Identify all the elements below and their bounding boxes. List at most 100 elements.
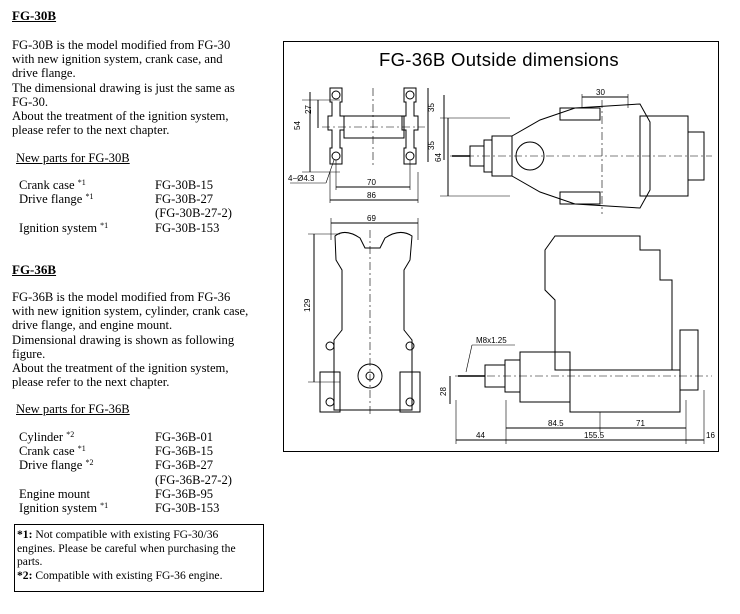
part-name: Crank case [19, 444, 75, 459]
mount-ear-left [319, 371, 341, 413]
part-name: Ignition system [19, 500, 98, 515]
part-mark: *2 [85, 458, 94, 468]
part-code: (FG-30B-27-2) [155, 206, 232, 221]
fg36b-line: with new ignition system, cylinder, cran… [12, 304, 249, 319]
mount-hole [405, 90, 415, 100]
dim-label-thread: M8x1.25 [476, 336, 507, 345]
fg36b-line: FG-36B is the model modified from FG-36 [12, 290, 231, 304]
dim-label-44: 44 [476, 431, 485, 440]
note-2-mark: *2: [17, 568, 33, 582]
note-2-text: Compatible with existing FG-36 engine. [35, 568, 223, 582]
dim-label-70: 70 [367, 178, 376, 187]
notes-box: *1: Not compatible with existing FG-30/3… [14, 524, 264, 592]
part-name: Crank case [19, 178, 75, 192]
dim-label-holes: 4−Ø4.3 [288, 174, 315, 183]
dim-label-27: 27 [304, 105, 313, 114]
cylinder-outline [333, 232, 413, 411]
fg30b-description: FG-30B is the model modified from FG-30 … [12, 38, 274, 137]
part-code: FG-36B-15 [155, 444, 214, 459]
fg36b-heading: FG-36B [12, 262, 57, 277]
fg30b-heading: FG-30B [12, 8, 57, 23]
dim-label-35: 35 [427, 103, 436, 112]
mount-hole [405, 151, 415, 161]
dimension-figure-frame [283, 41, 719, 452]
dim-label-54: 54 [293, 121, 302, 130]
dim-label-155-5: 155.5 [584, 431, 605, 440]
part-name: Ignition system [19, 220, 98, 235]
part-code: (FG-36B-27-2) [155, 472, 232, 487]
fg36b-description: FG-36B is the model modified from FG-36 … [12, 290, 274, 389]
part-name: Drive flange [19, 192, 83, 207]
dim-label-64: 64 [434, 153, 443, 162]
mount-hole [405, 397, 415, 407]
dim-label-86: 86 [367, 191, 376, 200]
fg36b-line: please refer to the next chapter. [12, 375, 170, 390]
dim-label-35: 35 [427, 141, 436, 150]
part-mark: *1 [77, 444, 86, 454]
front-mount-view [290, 87, 445, 203]
part-name: Drive flange [19, 458, 83, 473]
dim-label-84-5: 84.5 [548, 419, 564, 428]
note-2: *2: Compatible with existing FG-36 engin… [17, 569, 263, 583]
front-housing [519, 351, 571, 403]
part-code: FG-36B-01 [155, 430, 214, 444]
mount-lower [559, 191, 601, 205]
leader-line [325, 159, 335, 184]
mount-hole [331, 151, 341, 161]
rear-view [308, 218, 421, 414]
figure-title: FG-36B Outside dimensions [379, 49, 619, 70]
mount-hole [325, 341, 335, 351]
mount-hole [405, 341, 415, 351]
fg30b-line: drive flange. [12, 66, 76, 81]
fg30b-line: please refer to the next chapter. [12, 123, 170, 138]
dim-label-30: 30 [596, 88, 605, 97]
dim-label-71: 71 [636, 419, 645, 428]
ignition-unit [687, 131, 705, 181]
note-1-mark: *1: [17, 528, 33, 541]
leader-line [465, 344, 473, 373]
part-code: FG-30B-153 [155, 220, 220, 235]
part-name: Engine mount [19, 486, 91, 501]
mount-ear-right [399, 371, 421, 413]
part-name: Cylinder [19, 430, 64, 444]
dim-label-28: 28 [439, 387, 448, 396]
note-1-line: engines. Please be careful when purchasi… [17, 541, 236, 555]
note-1-line: Not compatible with existing FG-30/36 [35, 528, 219, 541]
mount-ear-right [401, 87, 419, 165]
dim-label-16: 16 [706, 431, 715, 440]
part-code: FG-36B-95 [155, 486, 214, 501]
cylinder-side [544, 235, 673, 371]
part-code: FG-36B-27 [155, 458, 214, 473]
mount-hole [325, 397, 335, 407]
fg36b-line: About the treatment of the ignition syst… [12, 361, 229, 376]
fg30b-line: The dimensional drawing is just the same… [12, 80, 235, 95]
fg36b-line: Dimensional drawing is shown as followin… [12, 332, 235, 347]
part-code: FG-30B-27 [155, 192, 214, 207]
part-mark: *1 [100, 500, 109, 510]
part-code: FG-30B-153 [155, 500, 220, 515]
ignition-module [679, 329, 699, 391]
dim-label-69: 69 [367, 214, 376, 223]
side-view-bottom [449, 235, 712, 444]
note-1: *1: Not compatible with existing FG-30/3… [17, 528, 263, 542]
fg30b-parts-title: New parts for FG-30B [16, 151, 130, 165]
mount-hole [331, 90, 341, 100]
bearing-boss [515, 141, 545, 171]
part-mark: *1 [85, 192, 94, 202]
fg36b-line: figure. [12, 346, 46, 361]
mount-upper [559, 107, 601, 121]
fg36b-parts-title: New parts for FG-36B [16, 402, 130, 416]
fg36b-line: drive flange, and engine mount. [12, 318, 173, 333]
fg30b-line: About the treatment of the ignition syst… [12, 109, 229, 124]
part-code: FG-30B-15 [155, 178, 214, 192]
side-view-top [440, 94, 712, 214]
fg30b-line: FG-30. [12, 94, 49, 109]
fg30b-line: FG-30B is the model modified from FG-30 [12, 38, 231, 52]
part-mark: *2 [66, 430, 75, 439]
mount-ear-left [327, 87, 345, 165]
crank-case-body [511, 103, 651, 209]
note-1-line: parts. [17, 555, 43, 569]
part-mark: *1 [100, 220, 109, 230]
